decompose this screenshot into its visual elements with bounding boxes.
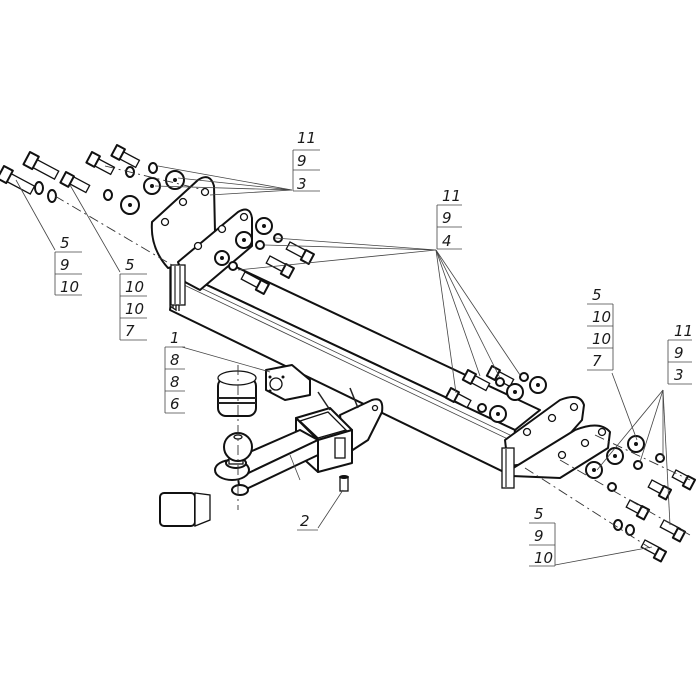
bolt — [671, 469, 697, 491]
callout-right-mid: 5 10 10 7 — [587, 286, 614, 371]
washer — [613, 519, 623, 531]
callout-right-bracket: 11 9 3 — [667, 322, 693, 385]
nut — [255, 240, 265, 250]
left-mounting-bracket — [150, 176, 253, 306]
leader-lines — [15, 165, 671, 566]
callout-number: 10 — [125, 278, 144, 296]
callout-number: 3 — [674, 366, 684, 384]
nut — [47, 189, 57, 203]
bolt — [59, 171, 91, 194]
callout-number: 10 — [534, 549, 553, 567]
callout-number: 11 — [674, 322, 693, 340]
callout-number: 9 — [297, 152, 307, 170]
bolt — [22, 151, 60, 180]
callout-top-left-bracket: 11 9 3 — [292, 129, 320, 193]
nut — [655, 453, 665, 463]
callout-center-bolts: 11 9 4 — [436, 187, 462, 250]
bolt — [659, 519, 687, 543]
electrical-socket-plate — [265, 364, 311, 401]
callout-number: 9 — [442, 209, 452, 227]
nut — [495, 377, 505, 387]
callout-number: 1 — [170, 329, 180, 347]
washer — [148, 162, 158, 174]
callout-number: 11 — [297, 129, 316, 147]
callout-number: 7 — [125, 322, 135, 340]
tow-ball — [223, 432, 253, 469]
callout-number: 10 — [592, 308, 611, 326]
callout-ball-mount: 1 8 8 6 — [164, 329, 185, 414]
callout-pin: 2 — [297, 512, 318, 531]
nut — [477, 403, 487, 413]
bolt — [110, 144, 141, 169]
bolt — [640, 539, 668, 563]
callout-number: 11 — [442, 187, 461, 205]
callout-number: 5 — [592, 286, 602, 304]
callout-bottom-right: 5 9 10 — [529, 505, 556, 567]
callout-number: 9 — [674, 344, 684, 362]
callout-left-mid: 5 10 10 7 — [119, 256, 147, 341]
retaining-pin — [334, 437, 349, 492]
assembly-axis-lines — [54, 165, 691, 549]
callout-number: 6 — [170, 395, 180, 413]
callout-number: 5 — [534, 505, 544, 523]
bolt — [85, 151, 116, 176]
receiver-cap — [159, 492, 211, 527]
callout-number: 4 — [442, 232, 452, 250]
callout-number: 10 — [60, 278, 79, 296]
callout-number: 5 — [125, 256, 135, 274]
bolt — [285, 241, 315, 265]
ball-cover-cap — [217, 370, 257, 417]
nut — [633, 460, 643, 470]
bolt — [265, 255, 295, 279]
callout-number: 7 — [592, 352, 602, 370]
bolt — [240, 271, 270, 295]
nut — [519, 372, 529, 382]
washer — [34, 181, 44, 195]
callout-number: 8 — [170, 351, 180, 369]
callout-number: 2 — [300, 512, 310, 530]
callout-number: 5 — [60, 234, 70, 252]
callout-number: 9 — [60, 256, 70, 274]
hardware-top-left — [0, 144, 185, 215]
bolt — [461, 369, 491, 392]
nut — [607, 482, 617, 492]
callout-number: 10 — [125, 300, 144, 318]
callout-number: 8 — [170, 373, 180, 391]
washer — [103, 189, 113, 201]
nut — [228, 261, 238, 271]
callout-far-left: 5 9 10 — [54, 234, 82, 296]
callout-number: 3 — [297, 175, 307, 193]
bolt — [625, 499, 651, 521]
callout-number: 10 — [592, 330, 611, 348]
callout-number: 9 — [534, 527, 544, 545]
hardware-center-bolts — [444, 365, 547, 423]
right-mounting-bracket — [501, 395, 611, 489]
bolt — [0, 165, 36, 195]
hardware-right-side — [585, 435, 697, 563]
hardware-left-bracket-bolts — [214, 217, 315, 295]
